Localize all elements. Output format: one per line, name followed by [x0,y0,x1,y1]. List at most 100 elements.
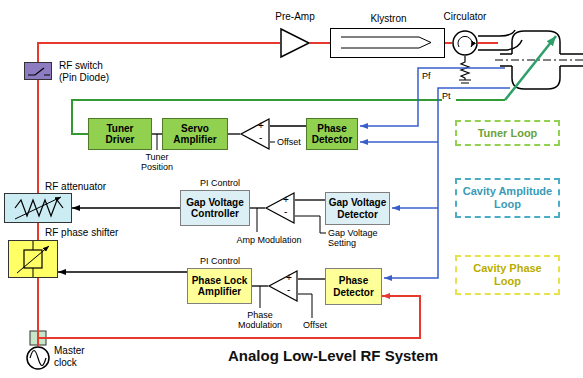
text-wrap: Tuner Loop [457,122,558,144]
process-box: Gap Voltage Controller [180,190,250,226]
node-label: - [287,284,297,296]
signal-label: Phase Modulation [232,310,288,331]
node-label: RF attenuator [45,181,125,193]
pickup-signal-lines [360,141,438,143]
node-text: Cavity Phase Loop [459,262,556,287]
signal-label: Amp Modulation [232,235,306,245]
variable-arrow [15,197,61,219]
cavity-drawing [512,66,560,89]
klystron-box-outline [331,29,443,56]
amplifier-triangle-outline [280,28,310,58]
node-label: RF phase shifter [45,227,129,239]
node-text: Cavity Amplitude Loop [459,185,556,210]
process-box: Tuner Driver [88,118,152,150]
leader-lines [298,294,312,318]
pin-switch-box-outline [25,63,51,79]
text-wrap: Tuner Driver [89,119,151,149]
signal-connector [298,278,325,279]
node-text: Tuner Loop [478,127,538,140]
signal-connector [228,133,240,134]
comparator-triangle: +- [240,118,270,150]
signal-connector [270,125,306,126]
phase-shifter-box: RF phase shifter [8,240,58,278]
diagram-title: Analog Low-Level RF System [228,347,438,364]
process-box: Phase Detector [306,118,358,150]
klystron-symbol [341,37,431,48]
rf-signal-line [37,223,39,240]
node-label: + [286,272,296,284]
leader-lines [157,134,326,318]
variable-arrow [17,246,49,273]
node-label: + [258,120,268,132]
master-clock-symbol-outline [26,346,50,370]
tuner-drive-line [505,36,556,100]
text-wrap: Cavity Amplitude Loop [457,180,558,216]
signal-name: Pf [422,71,436,81]
pickup-signal-lines [392,207,438,209]
leader-lines [270,142,275,143]
node-text: Servo Amplifier [165,123,225,146]
text-wrap: Gap Voltage Detector [326,193,389,224]
circulator-symbol-outline [452,30,478,56]
leader-lines [295,216,326,233]
leader-lines [260,286,261,308]
signal-connector [250,207,265,208]
node-label: - [259,132,269,144]
process-box: Servo Amplifier [162,118,228,150]
comparator-triangle-outline [265,192,295,224]
legend-box: Cavity Phase Loop [455,255,560,295]
process-box: Phase Detector [325,268,382,305]
cavity-drawing [478,30,583,89]
comparator-triangle [266,193,294,223]
circle-outline [27,347,49,369]
node-text: Gap Voltage Controller [183,197,247,220]
text-wrap: Servo Amplifier [163,119,227,149]
signal-label: Gap Voltage Setting [328,228,390,249]
attenuator-box-outline [5,194,71,222]
pin-switch-box: RF switch (Pin Diode) [24,62,52,80]
switch-symbol [28,68,50,75]
sine-symbol [30,351,46,366]
signal-label: Tuner Position [133,152,181,173]
rf-signal-line [37,278,39,346]
text-wrap: Phase Detector [307,119,357,149]
signal-name: Pt [442,91,456,101]
comparator-triangle [269,271,297,301]
node-text: Tuner Driver [91,123,149,146]
process-box: Phase Lock Amplifier [187,268,252,304]
load-resistor [459,56,471,83]
cavity-drawing [495,60,583,61]
signal-connector [72,207,180,208]
rf-signal-line [310,42,330,44]
circulator-arrow [458,36,472,47]
rf-signal-line [37,80,39,193]
comparator-triangle: +- [268,270,298,302]
node-label: RF switch (Pin Diode) [59,60,123,83]
legend-box: Tuner Loop [455,120,560,146]
text-wrap: Gap Voltage Controller [181,191,249,225]
text-wrap: Cavity Phase Loop [457,257,558,293]
comparator-triangle-outline [240,118,270,150]
signal-connector [252,285,268,286]
node-label: Circulator [428,11,502,23]
signal-label: Offset [300,320,330,330]
amplifier-triangle: Pre-Amp [280,28,310,58]
text-wrap: Phase Detector [326,269,381,304]
signal-label: PI Control [190,178,250,188]
text-wrap: Phase Lock Amplifier [188,269,251,303]
rf-signal-line [445,42,452,44]
circulator-symbol: Circulator [452,30,478,56]
circle-outline [453,31,477,55]
node-text: Phase Lock Amplifier [190,275,249,298]
master-clock-symbol: Master clock [26,346,50,370]
amplifier-triangle [281,29,309,57]
pickup-signal-lines [360,68,505,126]
signal-connector [58,271,187,272]
signal-connector [295,199,325,200]
node-label: + [283,194,293,206]
klystron-box: Klystron [330,28,445,58]
signal-connector [152,133,162,134]
rf-line [478,42,498,44]
attenuator-box: RF attenuator [4,193,72,223]
node-text: Phase Detector [309,123,355,146]
